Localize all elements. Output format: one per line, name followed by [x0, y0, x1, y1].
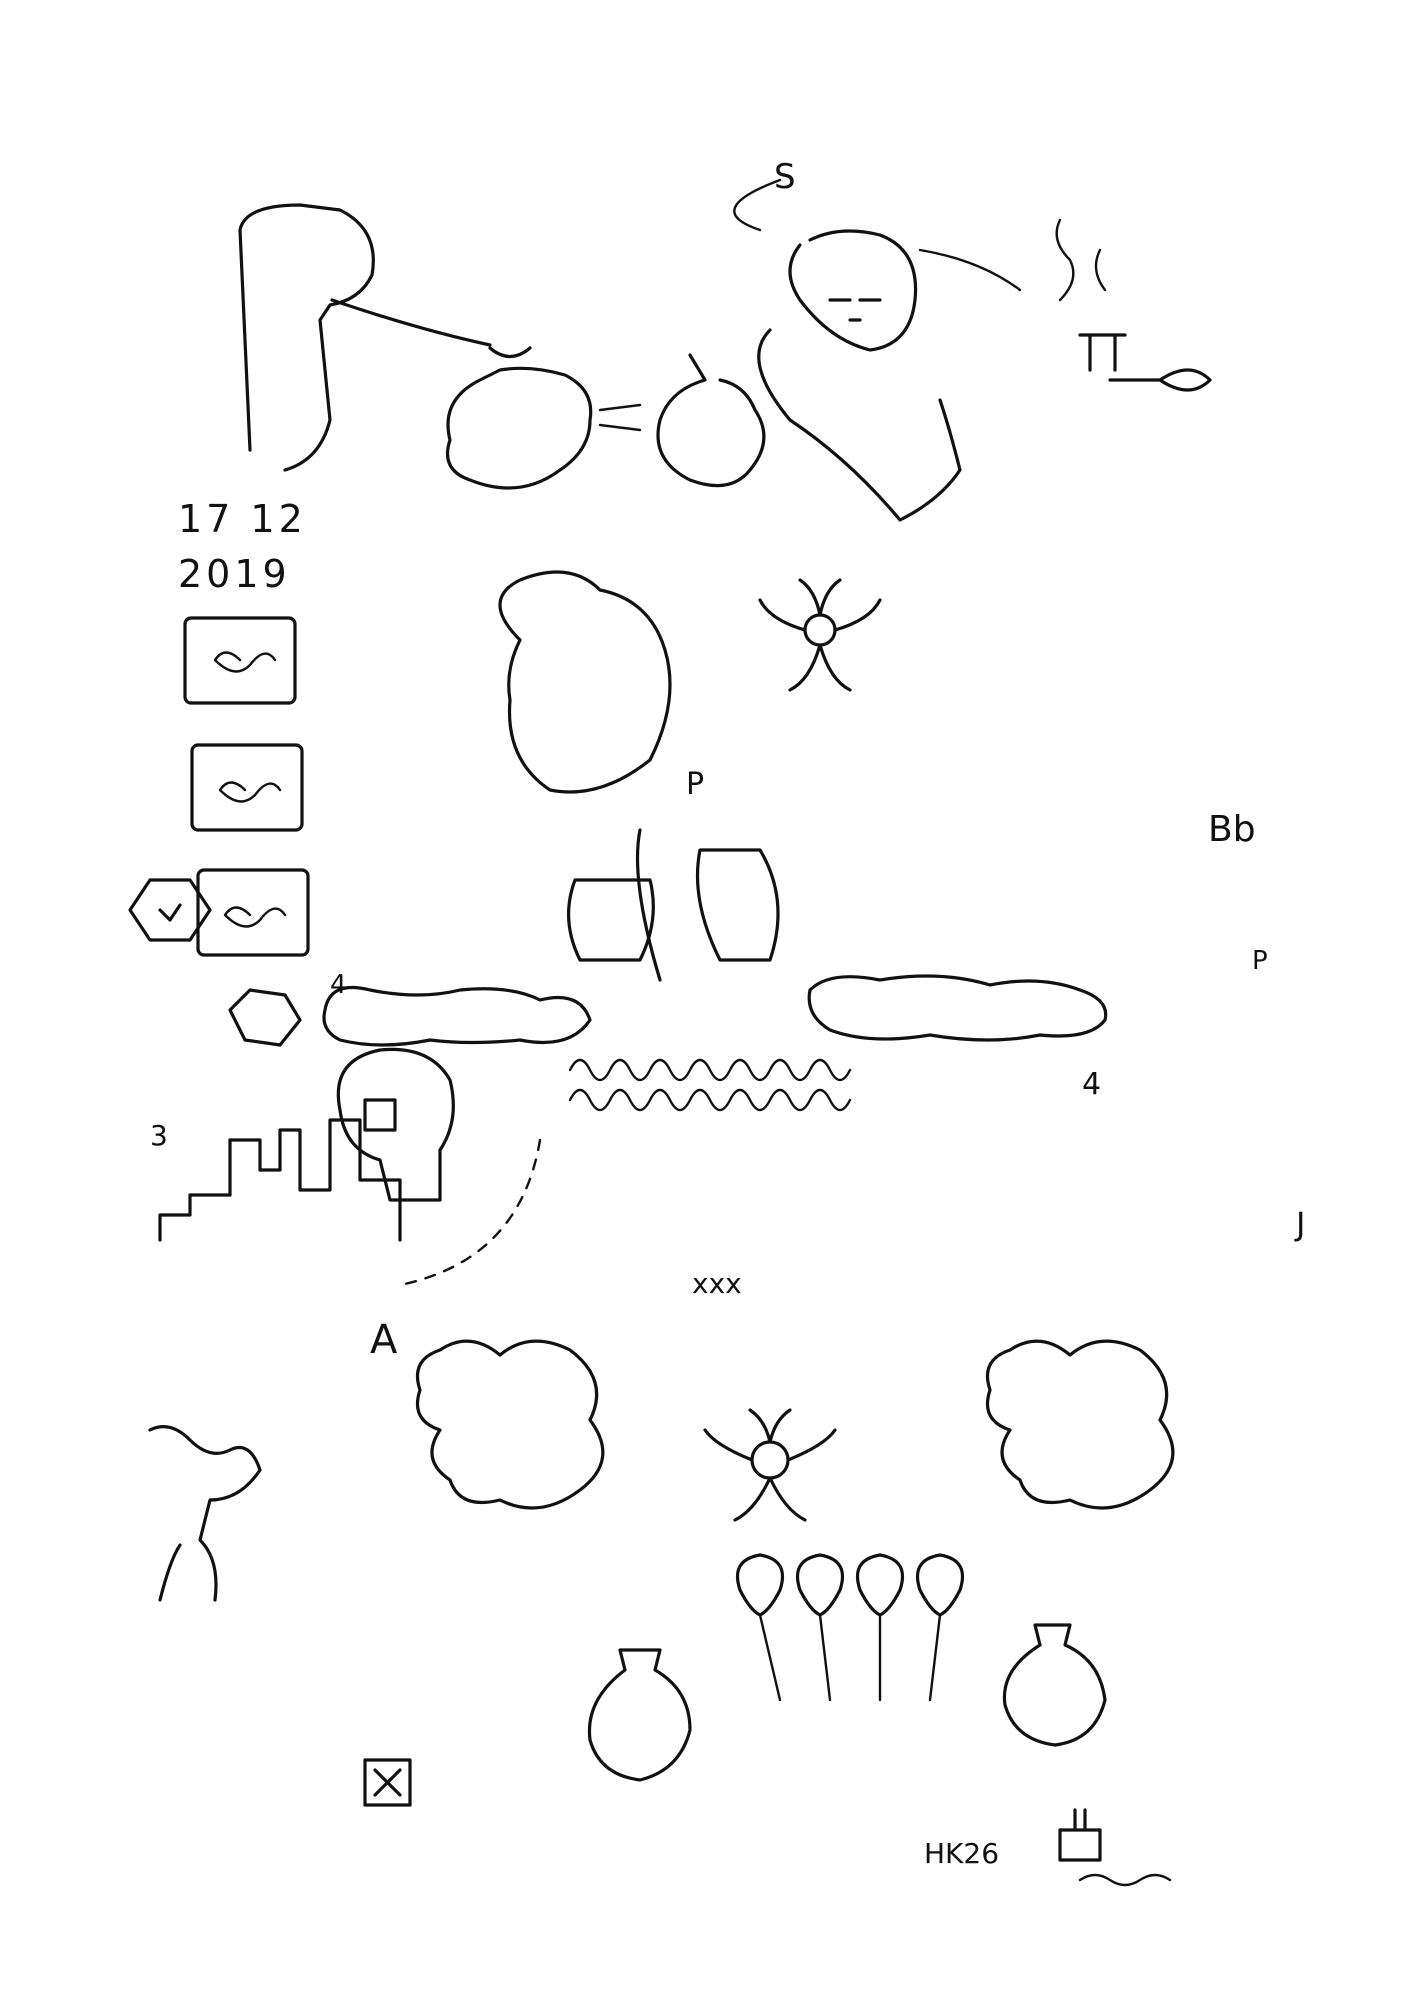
pot-figure-left [445, 346, 593, 490]
number-three: 3 [150, 1119, 168, 1152]
date-day-month: 17 12 [178, 497, 307, 541]
pot-bottom-right [1002, 1623, 1107, 1747]
steam-squiggle [1055, 218, 1107, 302]
center-head-shape [498, 570, 672, 794]
star-flower-bottom [703, 1408, 837, 1522]
swirl-box-2 [190, 743, 304, 832]
big-p-shape [238, 203, 375, 472]
hexagon-left [128, 878, 212, 942]
face-figure-body [757, 328, 962, 522]
small-arrows-mid [598, 403, 642, 432]
swirl-box-marks [213, 651, 287, 928]
tube-cloud-right [807, 974, 1108, 1042]
swirl-box-1 [183, 616, 297, 705]
dashed-connector [398, 1138, 542, 1287]
balloon-strings [758, 1613, 942, 1702]
big-p-arrow [330, 298, 492, 347]
swirl-box-3 [196, 868, 310, 957]
letters-xxx: xxx [692, 1267, 742, 1300]
artist-signature: HK26 [924, 1837, 1000, 1870]
letter-s: S [774, 157, 796, 197]
pot-figure-right [656, 353, 766, 488]
bird-figure [148, 1425, 262, 1602]
wavy-field [568, 1058, 852, 1112]
number-four-right: 4 [1082, 1067, 1102, 1102]
star-flower-top [758, 578, 882, 692]
center-bottles [567, 828, 780, 982]
balloon-row [735, 1553, 965, 1617]
tube-cloud-left [322, 985, 592, 1047]
letter-a: A [370, 1317, 398, 1363]
box-with-x-bottom [363, 1758, 412, 1807]
letter-j: J [1296, 1205, 1306, 1243]
cloud-figure-left [415, 1339, 605, 1510]
letter-p-center: P [686, 767, 705, 802]
skull-figure [336, 1047, 455, 1202]
number-four-left: 4 [330, 970, 347, 1000]
face-figure-arms [733, 178, 1022, 292]
letters-bb: Bb [1208, 809, 1256, 850]
teapot-bottom-right [1058, 1808, 1102, 1862]
city-skyline [158, 1118, 402, 1242]
letter-p-right: P [1252, 946, 1268, 976]
ground-squiggle-bottom-right [1078, 1873, 1172, 1887]
date-year: 2019 [178, 552, 291, 596]
pot-bottom-center [587, 1648, 692, 1782]
hexagon-left-lower [228, 988, 302, 1047]
knife-shape [1078, 333, 1212, 392]
cloud-figure-right [985, 1339, 1175, 1510]
face-figure [788, 229, 918, 352]
